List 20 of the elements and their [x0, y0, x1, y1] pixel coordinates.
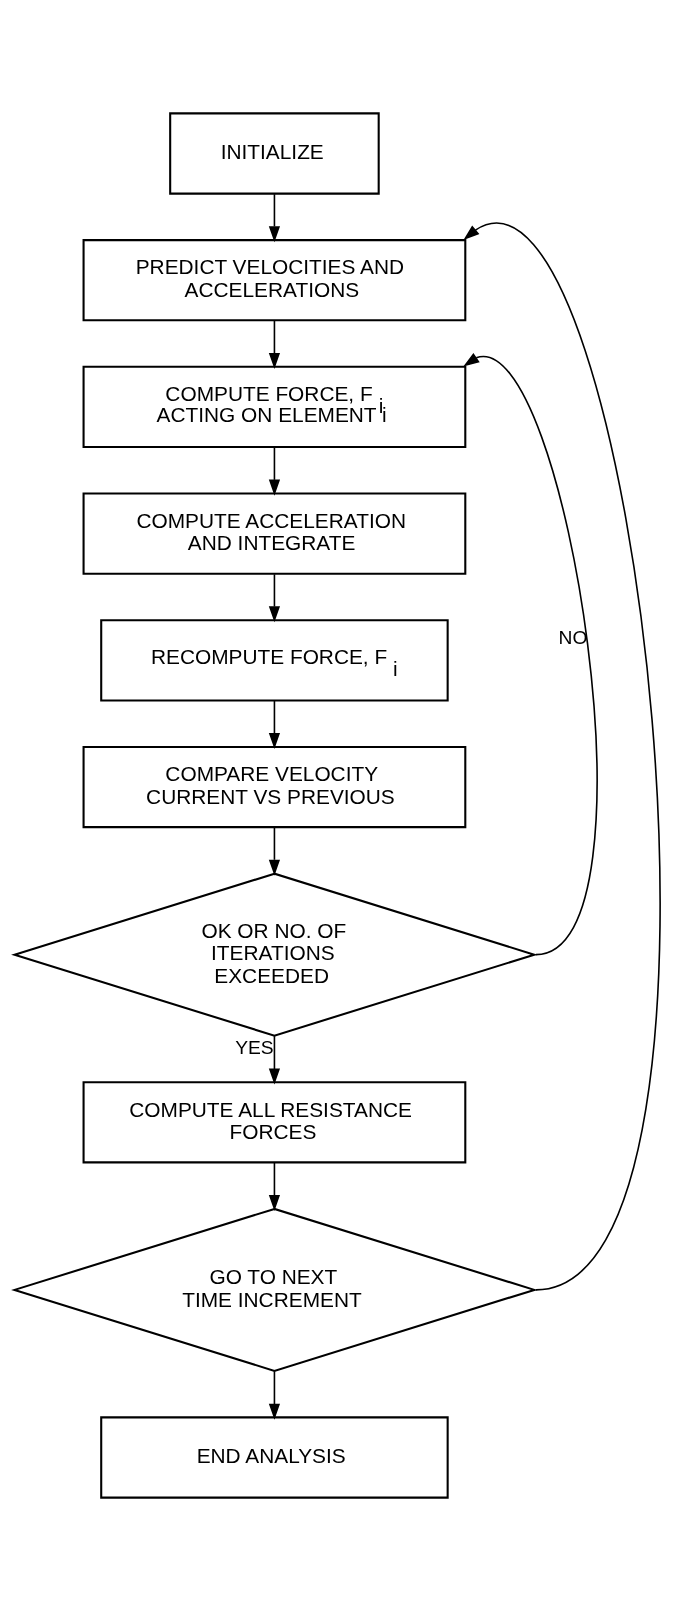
- arrow: [268, 1370, 281, 1420]
- node-box: COMPUTE ALL RESISTANCE FORCES: [82, 1081, 467, 1164]
- node-diamond: GO TO NEXT TIME INCREMENT: [11, 1207, 538, 1372]
- arrow: [268, 826, 281, 876]
- arrow: [268, 320, 281, 369]
- arrow: [268, 193, 281, 243]
- arrow: [463, 225, 661, 1291]
- node-diamond: OK OR NO. OF ITERATIONS EXCEEDED: [11, 872, 538, 1037]
- arrow: [268, 700, 281, 750]
- arrow: [463, 352, 598, 956]
- arrow: [268, 1161, 281, 1211]
- node-box: INITIALIZE: [169, 112, 380, 195]
- arrow: [268, 1035, 281, 1085]
- node-box: COMPARE VELOCITY CURRENT VS PREVIOUS: [82, 745, 467, 829]
- node-box: PREDICT VELOCITIES AND ACCELERATIONS: [82, 239, 467, 322]
- arrow: [268, 573, 281, 623]
- node-box: END ANALYSIS: [100, 1416, 449, 1499]
- edge-label: YES: [235, 1036, 274, 1058]
- node-box: COMPUTE ACCELERATION AND INTEGRATE: [82, 492, 467, 575]
- arrow: [268, 446, 281, 496]
